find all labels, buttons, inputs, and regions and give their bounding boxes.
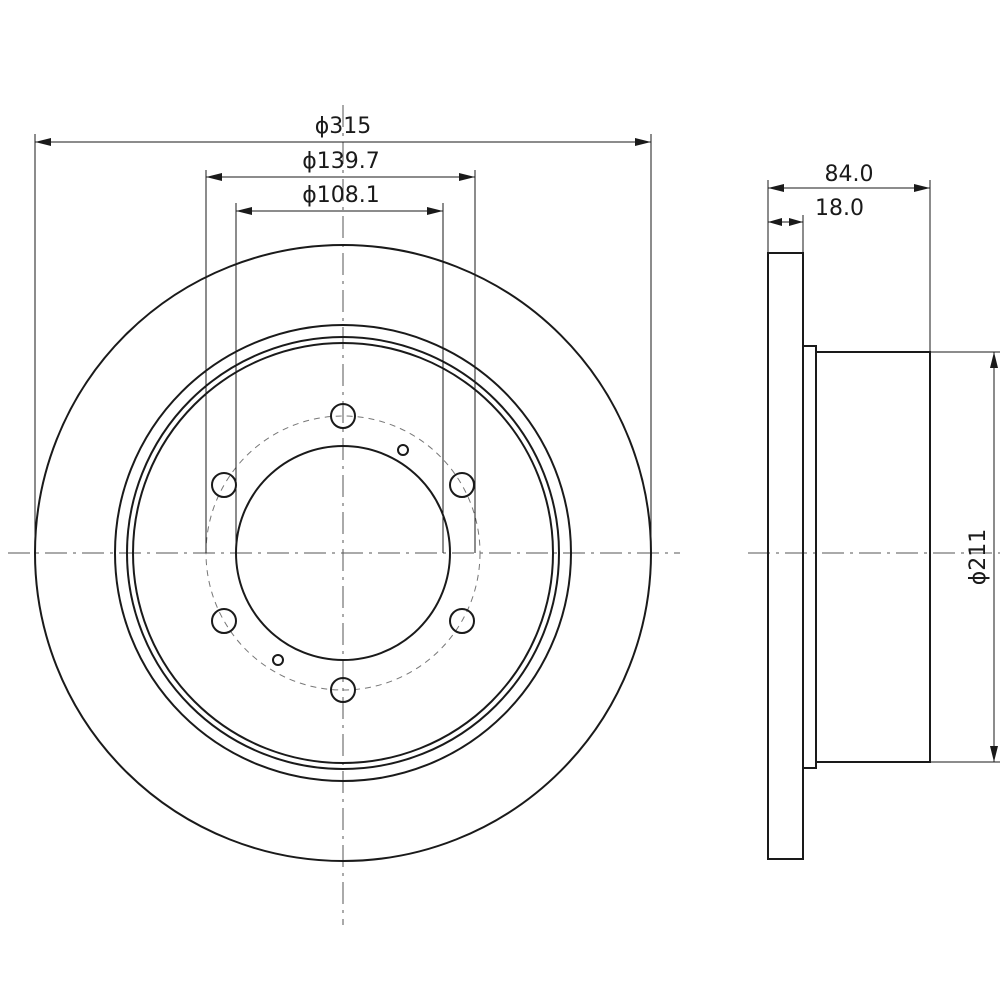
total-height-label: 84.0 <box>825 162 874 187</box>
center-bore-diameter-label: ϕ108.1 <box>302 183 380 208</box>
friction-ring-inner-edge <box>114 324 572 782</box>
hat-outer-edge <box>126 336 560 770</box>
bolt-hole <box>330 677 356 703</box>
dimension-hat-diameter: ϕ211 <box>930 351 1000 763</box>
hat-inner-edge <box>132 342 554 764</box>
dimension-disc-thickness: 18.0 <box>768 196 864 253</box>
bolt-circle-diameter-label: ϕ139.7 <box>302 149 380 174</box>
bolt-hole <box>211 472 237 498</box>
bolt-hole <box>211 608 237 634</box>
locating-hole <box>397 444 409 456</box>
disc-section <box>767 252 804 860</box>
front-view: ϕ315 ϕ139.7 ϕ108.1 <box>8 105 680 925</box>
dimension-bolt-circle-diameter: ϕ139.7 <box>205 149 476 553</box>
outer-diameter-label: ϕ315 <box>315 114 372 139</box>
side-view: 84.0 18.0 ϕ211 <box>748 162 1000 860</box>
dimension-center-bore-diameter: ϕ108.1 <box>235 183 444 553</box>
hat-body <box>815 351 931 763</box>
bolt-hole <box>449 472 475 498</box>
hat-diameter-label: ϕ211 <box>966 529 991 586</box>
dimension-total-height: 84.0 <box>767 162 931 352</box>
disc-thickness-label: 18.0 <box>815 196 864 221</box>
hat-flange <box>802 345 817 769</box>
bolt-hole <box>330 403 356 429</box>
locating-hole <box>272 654 284 666</box>
bolt-hole <box>449 608 475 634</box>
dimension-outer-diameter: ϕ315 <box>34 114 652 553</box>
